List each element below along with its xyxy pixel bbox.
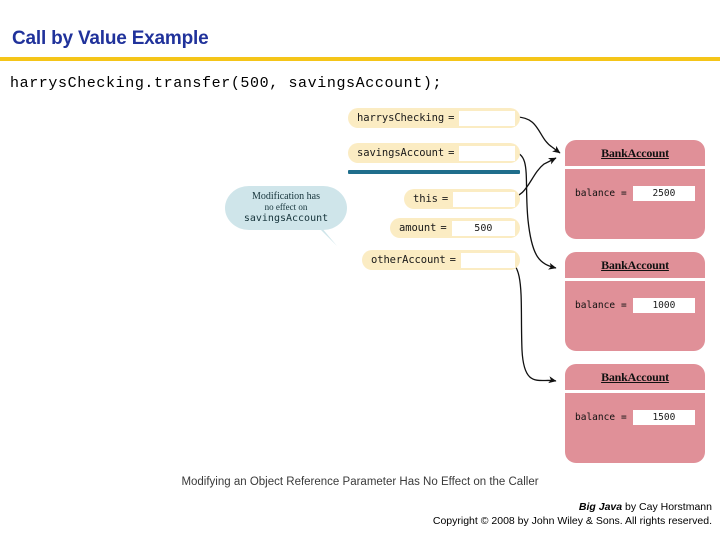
variable-name-harryschecking: harrysChecking [357,112,445,124]
field-row-balance-2: balance = 1000 [575,298,695,313]
object-header-1: BankAccount [565,140,705,169]
footer-byline: by Cay Horstmann [622,501,712,513]
code-statement: harrysChecking.transfer(500, savingsAcco… [10,75,443,92]
callout-text-container: Modification has no effect on savingsAcc… [225,186,347,230]
object-type-name-3: BankAccount [601,369,669,384]
field-equals-balance-1: = [621,188,627,199]
object-body-3: balance = 1500 [565,393,705,463]
variable-equals-amount: = [440,222,447,234]
object-box-bankaccount-3[interactable]: BankAccount balance = 1500 [565,364,705,463]
variable-value-otheraccount [461,252,515,268]
field-value-balance-2: 1000 [632,298,695,313]
arrow-otheraccount-to-account3 [443,259,557,384]
field-equals-balance-3: = [621,412,627,423]
variable-box-otheraccount[interactable]: otherAccount = [362,250,520,270]
callout-line-1: Modification has [251,191,321,202]
variable-equals-this: = [441,193,449,205]
variable-equals-harryschecking: = [448,112,455,124]
object-body-1: balance = 2500 [565,169,705,239]
object-body-2: balance = 1000 [565,281,705,351]
callout-line-3: savingsAccount [243,213,329,224]
variable-value-savingsaccount [459,145,515,161]
variable-name-this: this [413,193,438,205]
variable-name-savingsaccount: savingsAccount [357,147,445,159]
object-box-bankaccount-2[interactable]: BankAccount balance = 1000 [565,252,705,351]
variable-value-amount: 500 [451,220,515,236]
object-header-3: BankAccount [565,364,705,393]
field-row-balance-1: balance = 2500 [575,186,695,201]
footer-attribution: Big Java by Cay Horstmann [433,500,712,514]
field-equals-balance-2: = [621,300,627,311]
callout-line-2: no effect on [264,202,308,212]
object-box-bankaccount-1[interactable]: BankAccount balance = 2500 [565,140,705,239]
call-by-value-diagram: harrysChecking = savingsAccount = this =… [0,100,720,495]
figure-caption: Modifying an Object Reference Parameter … [181,476,539,488]
variable-name-amount: amount [399,222,437,234]
variable-box-this[interactable]: this = [404,189,520,209]
slide-footer: Big Java by Cay Horstmann Copyright © 20… [433,500,712,528]
object-type-name-1: BankAccount [601,145,669,160]
field-row-balance-3: balance = 1500 [575,410,695,425]
variable-name-otheraccount: otherAccount [371,254,446,266]
footer-book-title: Big Java [578,501,623,513]
field-label-balance-1: balance [575,188,616,199]
field-label-balance-3: balance [575,412,616,423]
variable-equals-savingsaccount: = [448,147,455,159]
object-type-name-2: BankAccount [601,257,669,272]
variable-box-savingsaccount[interactable]: savingsAccount = [348,143,520,163]
stack-frame-divider [348,170,520,174]
page-title: Call by Value Example [12,28,209,49]
variable-box-amount[interactable]: amount = 500 [390,218,520,238]
field-value-balance-1: 2500 [632,186,695,201]
callout-bubble: Modification has no effect on savingsAcc… [225,186,347,246]
variable-value-harryschecking [459,110,515,126]
variable-equals-otheraccount: = [449,254,456,266]
field-value-balance-3: 1500 [632,410,695,425]
object-header-2: BankAccount [565,252,705,281]
variable-box-harryschecking[interactable]: harrysChecking = [348,108,520,128]
footer-copyright: Copyright © 2008 by John Wiley & Sons. A… [432,515,712,527]
field-label-balance-2: balance [575,300,616,311]
variable-value-this [453,191,515,207]
title-divider-rule [0,57,720,61]
